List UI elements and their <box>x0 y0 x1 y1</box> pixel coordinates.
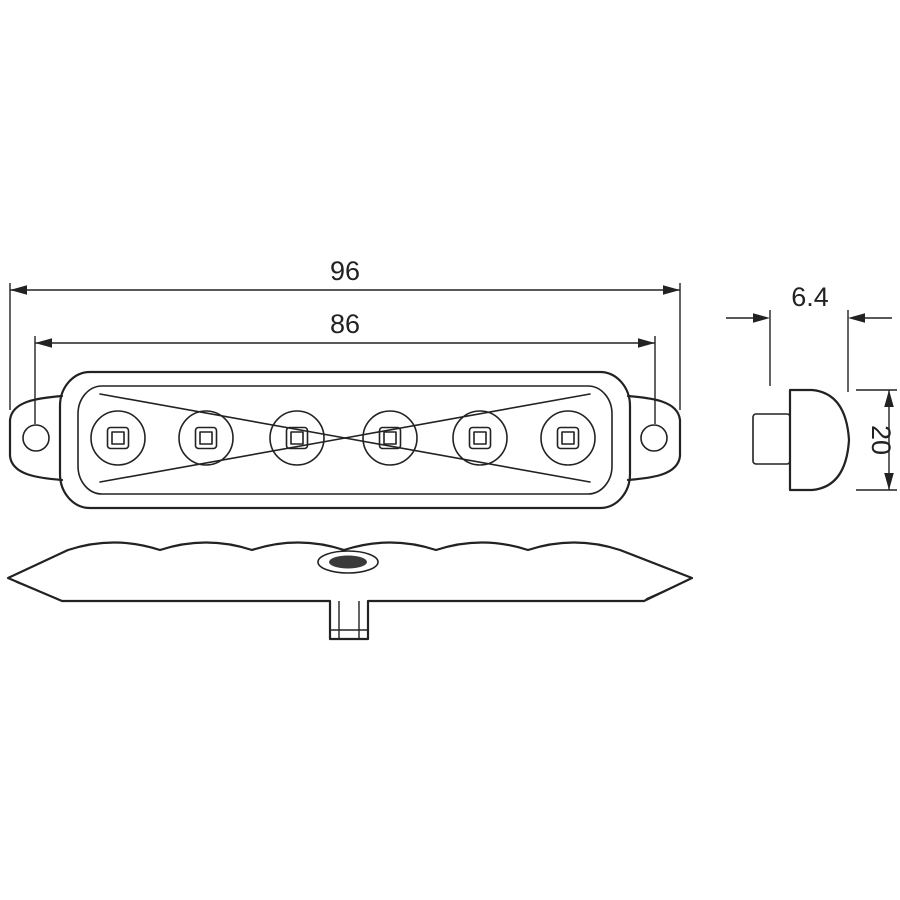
led-die <box>290 431 304 445</box>
led-lens <box>269 410 325 466</box>
led-lens <box>178 410 234 466</box>
right-mounting-ear <box>626 394 682 482</box>
arrowhead-top <box>884 390 894 407</box>
arrowhead-left <box>10 285 27 295</box>
arrowhead-right <box>638 338 655 348</box>
led-lens <box>90 410 146 466</box>
led-lens <box>362 410 418 466</box>
led-array <box>90 410 596 466</box>
dimension-depth: 6.4 <box>726 282 892 392</box>
right-chamfer-edge <box>645 581 685 600</box>
lamp-lens-inner-outline <box>77 385 613 495</box>
side-body-profile <box>788 388 851 492</box>
arrowhead-left <box>35 338 52 348</box>
led-chip <box>378 426 402 450</box>
led-2 <box>178 410 234 466</box>
center-grommet-outer <box>317 550 379 574</box>
cross-line <box>344 437 591 483</box>
led-chip <box>285 426 309 450</box>
side-flange <box>752 413 791 465</box>
left-chamfer-edge <box>15 581 59 600</box>
led-lens <box>452 410 508 466</box>
led-1 <box>90 410 146 466</box>
led-chip <box>194 426 218 450</box>
dimension-height: 20 <box>856 389 897 491</box>
reflector-cross-pattern <box>99 393 591 483</box>
dimension-overall-length: 96 <box>9 256 681 410</box>
bottom-view <box>6 541 694 641</box>
led-die <box>561 431 575 445</box>
led-die <box>199 431 213 445</box>
left-mounting-ear <box>8 394 64 482</box>
led-chip <box>468 426 492 450</box>
arrowhead-left <box>753 313 770 323</box>
side-view: 6.4 20 <box>726 282 897 492</box>
arrowhead-bottom <box>884 473 894 490</box>
led-die <box>383 431 397 445</box>
led-die <box>111 431 125 445</box>
dimension-hole-pitch: 86 <box>34 309 656 424</box>
lamp-body-outline <box>58 370 632 510</box>
led-5 <box>452 410 508 466</box>
front-view <box>8 370 682 510</box>
dimension-96-label: 96 <box>330 256 360 286</box>
arrowhead-right <box>663 285 680 295</box>
cross-line <box>344 393 591 439</box>
arrowhead-right <box>848 313 865 323</box>
dimension-6-4-label: 6.4 <box>791 282 829 312</box>
bottom-profile-outline <box>6 541 694 641</box>
led-6 <box>540 410 596 466</box>
led-3 <box>269 410 325 466</box>
center-grommet-inner <box>329 555 367 569</box>
led-chip <box>556 426 580 450</box>
led-lens <box>540 410 596 466</box>
dimension-86-label: 86 <box>330 309 360 339</box>
left-mounting-hole <box>22 424 50 452</box>
led-4 <box>362 410 418 466</box>
right-mounting-hole <box>640 424 668 452</box>
led-die <box>473 431 487 445</box>
led-chip <box>106 426 130 450</box>
dimension-20-label: 20 <box>866 425 896 455</box>
